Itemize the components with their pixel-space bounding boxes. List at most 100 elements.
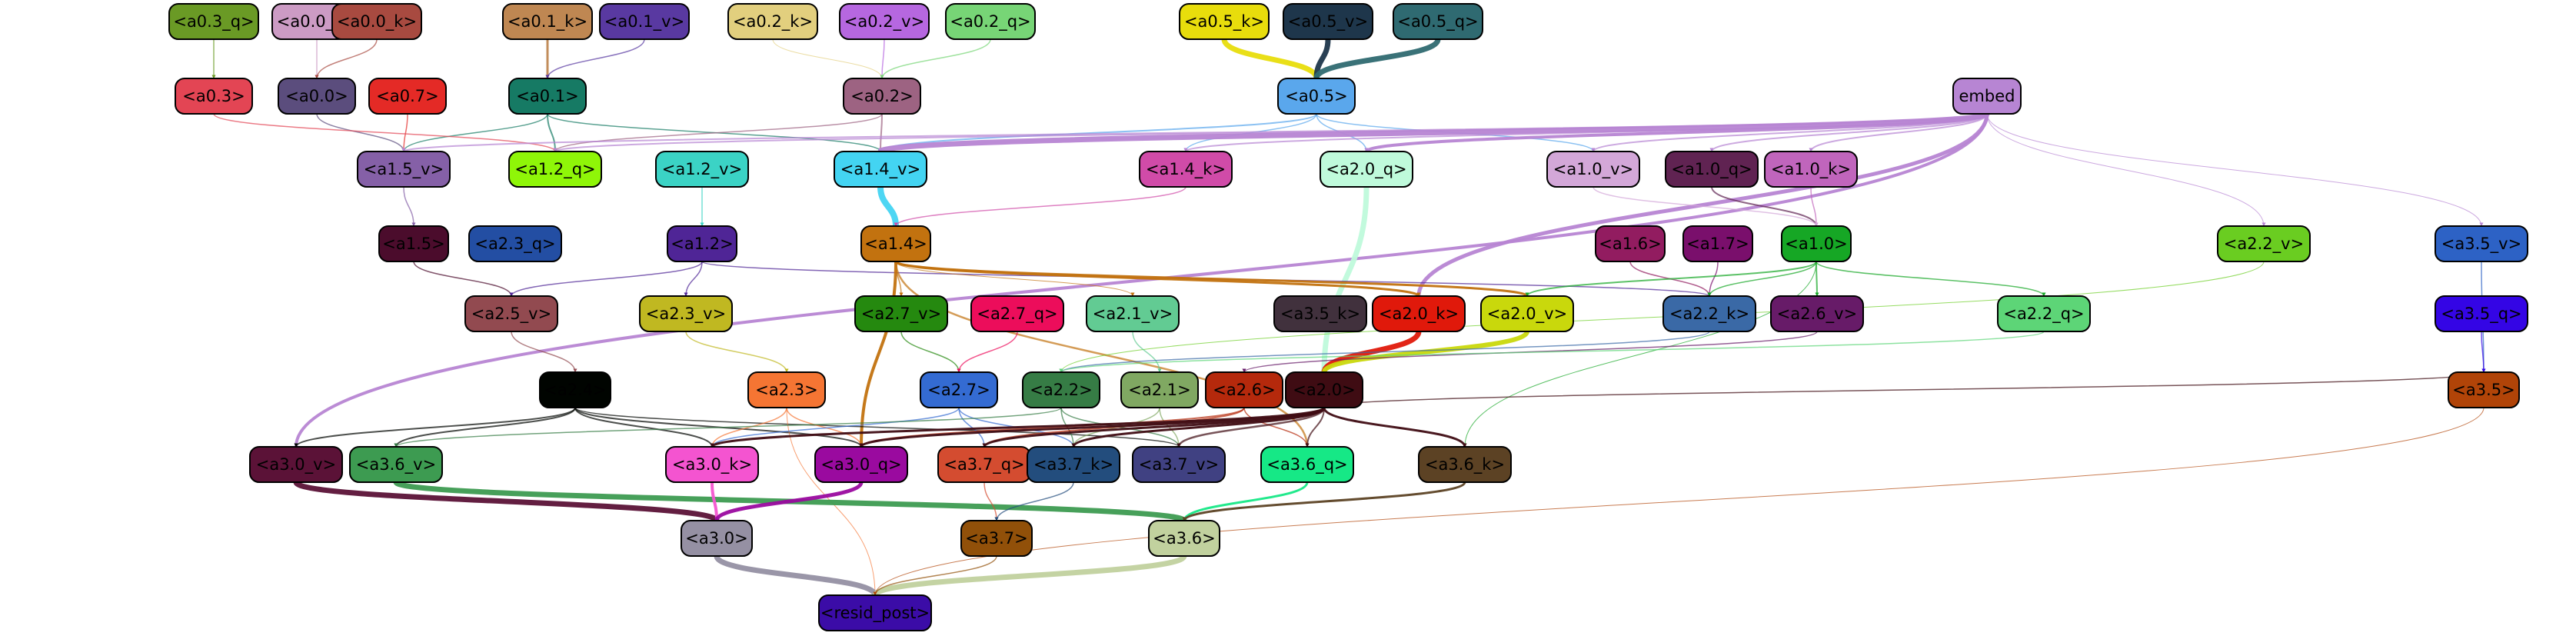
- edge-a1-0-to-a2-2-k: [1707, 261, 1817, 297]
- node-a2-1[interactable]: <a2.1>: [1120, 371, 1199, 408]
- node-a1-5[interactable]: <a1.5>: [378, 225, 449, 262]
- node-a0-3[interactable]: <a0.3>: [175, 78, 253, 115]
- node-a2-0-v[interactable]: <a2.0_v>: [1480, 295, 1574, 332]
- edge-a1-4-v-to-a1-4: [877, 186, 899, 227]
- node-a3-5-k[interactable]: <a3.5_k>: [1273, 295, 1367, 332]
- node-a3-0-v[interactable]: <a3.0_v>: [249, 446, 343, 483]
- node-label: <a3.5_q>: [2441, 305, 2521, 324]
- node-a2-1-v[interactable]: <a2.1_v>: [1086, 295, 1180, 332]
- edge-embed-to-a1-0-q: [1709, 113, 1988, 152]
- node-a2-2[interactable]: <a2.2>: [1022, 371, 1100, 408]
- edge-a3-7-to-resid-post: [873, 555, 997, 596]
- edge-a0-1-to-a1-5-v: [401, 113, 548, 152]
- node-label: <a2.0>: [1293, 381, 1355, 399]
- node-a3-5[interactable]: <a3.5>: [2448, 371, 2520, 408]
- node-a3-7-q[interactable]: <a3.7_q>: [937, 446, 1031, 483]
- node-a1-4-k[interactable]: <a1.4_k>: [1139, 151, 1233, 188]
- node-a1-6[interactable]: <a1.6>: [1595, 225, 1666, 262]
- node-a1-4-v[interactable]: <a1.4_v>: [834, 151, 927, 188]
- node-a0-3-q[interactable]: <a0.3_q>: [168, 3, 259, 40]
- node-a0-5[interactable]: <a0.5>: [1277, 78, 1356, 115]
- node-label: <a2.6_v>: [1777, 305, 1857, 324]
- node-box: [1546, 151, 1640, 188]
- node-a3-5-q[interactable]: <a3.5_q>: [2435, 295, 2528, 332]
- node-box: [1595, 225, 1666, 262]
- node-box: [1393, 3, 1483, 40]
- node-a2-0[interactable]: <a2.0>: [1285, 371, 1363, 408]
- node-box: [1273, 295, 1367, 332]
- edge-a1-0-to-a2-0-v: [1525, 261, 1817, 297]
- node-a2-2-k[interactable]: <a2.2_k>: [1662, 295, 1756, 332]
- node-a3-5-v[interactable]: <a3.5_v>: [2435, 225, 2528, 262]
- node-box: [727, 3, 818, 40]
- node-a1-7[interactable]: <a1.7>: [1682, 225, 1753, 262]
- node-a3-0-q[interactable]: <a3.0_q>: [814, 446, 908, 483]
- edge-layer: [211, 38, 2486, 598]
- node-a2-7[interactable]: <a2.7>: [920, 371, 998, 408]
- node-a3-6-v[interactable]: <a3.6_v>: [349, 446, 443, 483]
- node-a3-7-v[interactable]: <a3.7_v>: [1132, 446, 1226, 483]
- node-a0-1[interactable]: <a0.1>: [508, 78, 587, 115]
- node-box: [1277, 78, 1356, 115]
- node-a1-4[interactable]: <a1.4>: [860, 225, 931, 262]
- edge-a2-7-to-a3-0-k: [710, 407, 960, 448]
- node-label: <a0.1_k>: [508, 12, 587, 32]
- edge-embed-to-a1-5-v: [401, 113, 1988, 152]
- node-a1-5-v[interactable]: <a1.5_v>: [357, 151, 451, 188]
- edge-a1-4-to-a2-0-v: [894, 260, 1529, 298]
- node-a2-2-v[interactable]: <a2.2_v>: [2217, 225, 2311, 262]
- node-label: <a2.7>: [927, 381, 990, 399]
- node-a2-7-v[interactable]: <a2.7_v>: [854, 295, 948, 332]
- node-a0-7[interactable]: <a0.7>: [368, 78, 447, 115]
- node-a3-0-k[interactable]: <a3.0_k>: [665, 446, 759, 483]
- node-a3-0[interactable]: <a3.0>: [681, 520, 753, 557]
- node-a2-7-q[interactable]: <a2.7_q>: [970, 295, 1064, 332]
- node-a0-1-k[interactable]: <a0.1_k>: [502, 3, 593, 40]
- node-a2-4[interactable]: <a2.4>: [539, 371, 611, 408]
- edge-a2-5-v-to-a2-4: [511, 331, 577, 373]
- node-box: [1665, 151, 1759, 188]
- node-a3-7[interactable]: <a3.7>: [960, 520, 1033, 557]
- node-a2-0-q[interactable]: <a2.0_q>: [1320, 151, 1413, 188]
- node-a1-2-q[interactable]: <a1.2_q>: [508, 151, 602, 188]
- node-a2-0-k[interactable]: <a2.0_k>: [1372, 295, 1466, 332]
- node-a0-2-k[interactable]: <a0.2_k>: [727, 3, 818, 40]
- edge-a1-4-to-a3-0-q: [859, 261, 897, 448]
- node-a0-5-q[interactable]: <a0.5_q>: [1393, 3, 1483, 40]
- node-resid-post[interactable]: <resid_post>: [818, 594, 932, 631]
- node-a2-2-q[interactable]: <a2.2_q>: [1997, 295, 2091, 332]
- edge-a2-3-to-a3-0-q: [786, 407, 864, 448]
- node-a1-0-q[interactable]: <a1.0_q>: [1665, 151, 1759, 188]
- node-a3-6-q[interactable]: <a3.6_q>: [1260, 446, 1354, 483]
- node-a0-2-v[interactable]: <a0.2_v>: [839, 3, 930, 40]
- node-a2-3[interactable]: <a2.3>: [747, 371, 826, 408]
- edge-a3-0-v-to-a3-0: [293, 479, 720, 524]
- node-a2-3-q[interactable]: <a2.3_q>: [468, 225, 562, 262]
- node-label: <a1.5_v>: [364, 160, 444, 179]
- node-a0-1-v[interactable]: <a0.1_v>: [599, 3, 690, 40]
- node-a3-6[interactable]: <a3.6>: [1148, 520, 1220, 557]
- node-box: [357, 151, 451, 188]
- node-a2-5-v[interactable]: <a2.5_v>: [464, 295, 558, 332]
- node-label: <a2.2>: [1030, 381, 1092, 399]
- node-a0-5-v[interactable]: <a0.5_v>: [1283, 3, 1373, 40]
- node-a0-2[interactable]: <a0.2>: [843, 78, 921, 115]
- node-a0-0[interactable]: <a0.0>: [278, 78, 356, 115]
- node-a1-0-k[interactable]: <a1.0_k>: [1764, 151, 1858, 188]
- edge-a1-7-to-a2-2-k: [1707, 261, 1719, 297]
- node-embed[interactable]: embed: [1952, 78, 2022, 115]
- node-a1-0[interactable]: <a1.0>: [1781, 225, 1852, 262]
- node-label: <a0.5_q>: [1397, 12, 1478, 32]
- node-a3-7-k[interactable]: <a3.7_k>: [1027, 446, 1120, 483]
- node-a1-0-v[interactable]: <a1.0_v>: [1546, 151, 1640, 188]
- node-a0-5-k[interactable]: <a0.5_k>: [1179, 3, 1270, 40]
- node-a3-6-k[interactable]: <a3.6_k>: [1418, 446, 1512, 483]
- node-a0-2-q[interactable]: <a0.2_q>: [945, 3, 1036, 40]
- node-a2-3-v[interactable]: <a2.3_v>: [639, 295, 733, 332]
- node-a2-6[interactable]: <a2.6>: [1205, 371, 1283, 408]
- node-label: <a2.3>: [755, 381, 817, 399]
- node-a2-6-v[interactable]: <a2.6_v>: [1770, 295, 1864, 332]
- node-a1-2[interactable]: <a1.2>: [667, 225, 737, 262]
- node-a0-0-k[interactable]: <a0.0_k>: [331, 3, 422, 40]
- node-a1-2-v[interactable]: <a1.2_v>: [655, 151, 749, 188]
